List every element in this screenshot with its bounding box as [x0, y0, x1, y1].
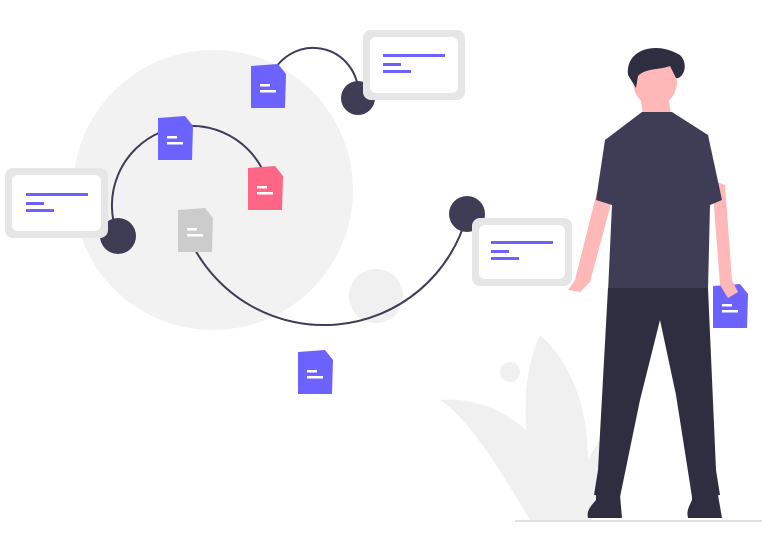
person-shirt	[596, 112, 722, 292]
person	[568, 47, 738, 518]
message-card	[472, 218, 572, 286]
tiny-backdrop-circle	[500, 362, 520, 382]
document-icon	[158, 116, 193, 160]
document-icon	[251, 64, 286, 108]
document-icon	[298, 350, 333, 394]
person-pants	[594, 288, 720, 497]
message-card	[5, 168, 108, 238]
node-dot	[100, 218, 136, 254]
backdrop-circle	[73, 50, 353, 330]
person-left-arm	[568, 180, 612, 292]
person-hair	[627, 47, 685, 88]
plant-leaves	[440, 335, 614, 520]
person-right-arm	[712, 180, 738, 298]
document-icon	[178, 208, 213, 252]
person-right-shoe	[687, 495, 722, 518]
document-icon	[713, 284, 748, 328]
document-icon	[248, 166, 283, 210]
person-left-shoe	[587, 495, 622, 518]
message-card	[363, 30, 465, 100]
